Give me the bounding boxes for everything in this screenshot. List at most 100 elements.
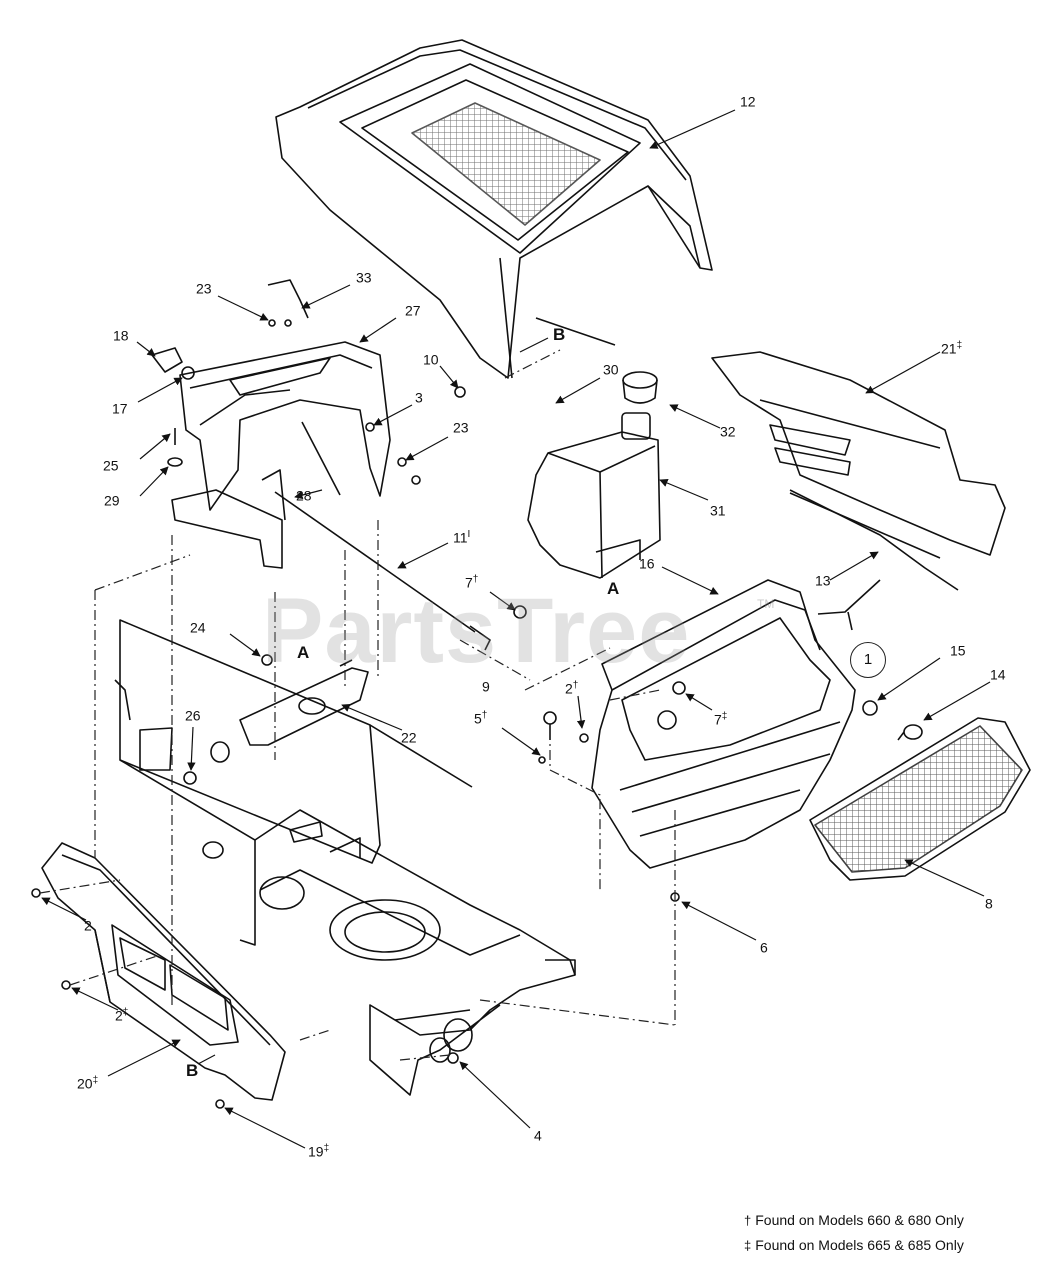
callout-24: 24 bbox=[190, 619, 206, 636]
leader-2b bbox=[41, 897, 87, 921]
leader-23a bbox=[217, 295, 269, 321]
callout-23: 23 bbox=[196, 280, 212, 297]
bulb-part bbox=[897, 724, 923, 741]
leader-7b bbox=[685, 693, 713, 711]
leader-23b bbox=[405, 436, 449, 461]
callout-3: 3 bbox=[415, 389, 423, 406]
callout-5-dagger: 5† bbox=[474, 710, 488, 727]
reference-circle: 1 bbox=[850, 642, 886, 678]
callout-26: 26 bbox=[185, 707, 201, 724]
callout-4: 4 bbox=[534, 1127, 542, 1144]
leader-32 bbox=[669, 404, 721, 429]
leader-31 bbox=[659, 479, 709, 501]
leader-28 bbox=[294, 489, 323, 500]
watermark-trademark: TM bbox=[757, 597, 775, 611]
leader-30 bbox=[555, 377, 601, 404]
callout-22: 22 bbox=[401, 729, 417, 746]
callout-27: 27 bbox=[405, 302, 421, 319]
leader-24 bbox=[229, 633, 261, 657]
callout-6: 6 bbox=[760, 939, 768, 956]
callout-23b: 23 bbox=[453, 419, 469, 436]
dash-support-part bbox=[171, 469, 286, 569]
leader-8 bbox=[904, 859, 985, 897]
callout-32: 32 bbox=[720, 423, 736, 440]
hardware-parts bbox=[31, 279, 686, 1109]
leader-18 bbox=[136, 341, 156, 357]
leader-19 bbox=[224, 1107, 306, 1149]
watermark-text: PartsTree bbox=[262, 580, 691, 682]
callout-16: 16 bbox=[639, 555, 655, 572]
rod-11 bbox=[274, 491, 476, 633]
callout-7-ddagger: 7‡ bbox=[714, 711, 728, 728]
leader-12 bbox=[649, 109, 736, 149]
callout-14: 14 bbox=[990, 666, 1006, 683]
callout-12: 12 bbox=[740, 93, 756, 110]
leader-15 bbox=[877, 657, 941, 701]
dash-panel-part bbox=[179, 341, 391, 511]
leader-22 bbox=[341, 704, 403, 731]
rod-28 bbox=[301, 421, 341, 496]
fuel-tank-part bbox=[527, 412, 661, 579]
callout-33: 33 bbox=[356, 269, 372, 286]
front-bumper-part bbox=[41, 842, 286, 1101]
leader-2c bbox=[71, 987, 119, 1011]
leader-4 bbox=[459, 1061, 531, 1129]
harness-13 bbox=[789, 489, 959, 591]
rod-30 bbox=[535, 317, 616, 346]
callout-31: 31 bbox=[710, 502, 726, 519]
callout-7-dagger: 7† bbox=[465, 574, 479, 591]
leader-20 bbox=[107, 1039, 181, 1077]
callout-13: 13 bbox=[815, 572, 831, 589]
callout-2-ddagger: 2‡ bbox=[115, 1007, 129, 1024]
leader-27 bbox=[359, 317, 397, 343]
callout-19: 19‡ bbox=[308, 1143, 330, 1160]
callout-25: 25 bbox=[103, 457, 119, 474]
callout-29: 29 bbox=[104, 492, 120, 509]
leader-B-bumper bbox=[197, 1054, 216, 1065]
socket-part bbox=[862, 700, 878, 716]
leader-17 bbox=[137, 377, 183, 403]
leader-6 bbox=[681, 901, 757, 941]
leader-29 bbox=[139, 466, 169, 497]
side-panel-part bbox=[711, 351, 1006, 559]
ref-letter-a-tank: A bbox=[607, 579, 620, 598]
hood-part bbox=[275, 39, 713, 379]
callout-30: 30 bbox=[603, 361, 619, 378]
callout-2: 2 bbox=[84, 917, 92, 934]
callout-9: 9 bbox=[482, 678, 490, 695]
frame-part bbox=[114, 619, 576, 1096]
callout-2-dagger: 2† bbox=[565, 680, 579, 697]
callout-20: 20‡ bbox=[77, 1075, 99, 1092]
leader-10 bbox=[439, 365, 459, 389]
callout-21: 21‡ bbox=[941, 340, 963, 357]
ref-letter-a-bracket: A bbox=[297, 643, 310, 662]
callout-8: 8 bbox=[985, 895, 993, 912]
nose-housing-part bbox=[591, 579, 856, 869]
leader-25 bbox=[139, 433, 171, 460]
leader-13 bbox=[829, 551, 879, 581]
callout-11: 11I bbox=[453, 529, 471, 546]
callout-10: 10 bbox=[423, 351, 439, 368]
leader-7a bbox=[489, 591, 516, 611]
leader-5 bbox=[501, 727, 541, 756]
headlight-grille-part bbox=[809, 717, 1031, 881]
leader-2a bbox=[576, 695, 586, 729]
ref-letter-b-hood: B bbox=[553, 325, 566, 344]
fuel-cap-part bbox=[622, 371, 658, 404]
callout-15: 15 bbox=[950, 642, 966, 659]
leader-3 bbox=[373, 404, 413, 426]
leader-33 bbox=[301, 284, 351, 309]
leader-B-hood bbox=[519, 337, 549, 353]
callout-17: 17 bbox=[112, 400, 128, 417]
leader-11 bbox=[397, 542, 449, 569]
legend-line-ddagger: ‡Found on Models 665 & 685 Only bbox=[744, 1237, 964, 1253]
leader-26 bbox=[187, 726, 196, 771]
leader-14 bbox=[923, 681, 991, 721]
leader-16 bbox=[661, 566, 719, 595]
bracket-part bbox=[239, 659, 369, 746]
legend-line-dagger: †Found on Models 660 & 680 Only bbox=[744, 1212, 964, 1228]
leader-21 bbox=[865, 351, 941, 394]
callout-18: 18 bbox=[113, 327, 129, 344]
